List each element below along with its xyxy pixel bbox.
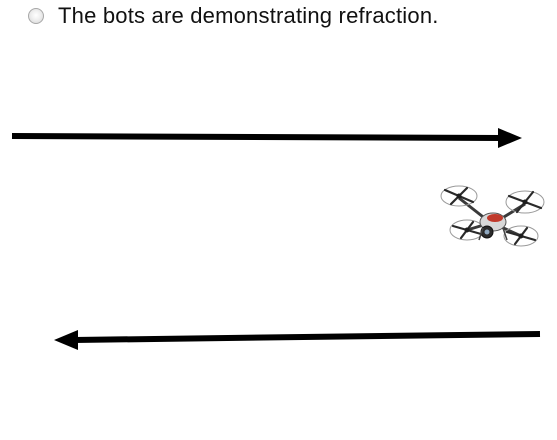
- option-radio-button[interactable]: [28, 8, 44, 24]
- option-label: The bots are demonstrating refraction.: [58, 3, 439, 28]
- left-arrow-icon: [54, 330, 541, 350]
- right-arrow-icon: [11, 128, 522, 148]
- quadcopter-drone-icon: [440, 185, 545, 247]
- answer-option[interactable]: The bots are demonstrating refraction.: [28, 0, 439, 32]
